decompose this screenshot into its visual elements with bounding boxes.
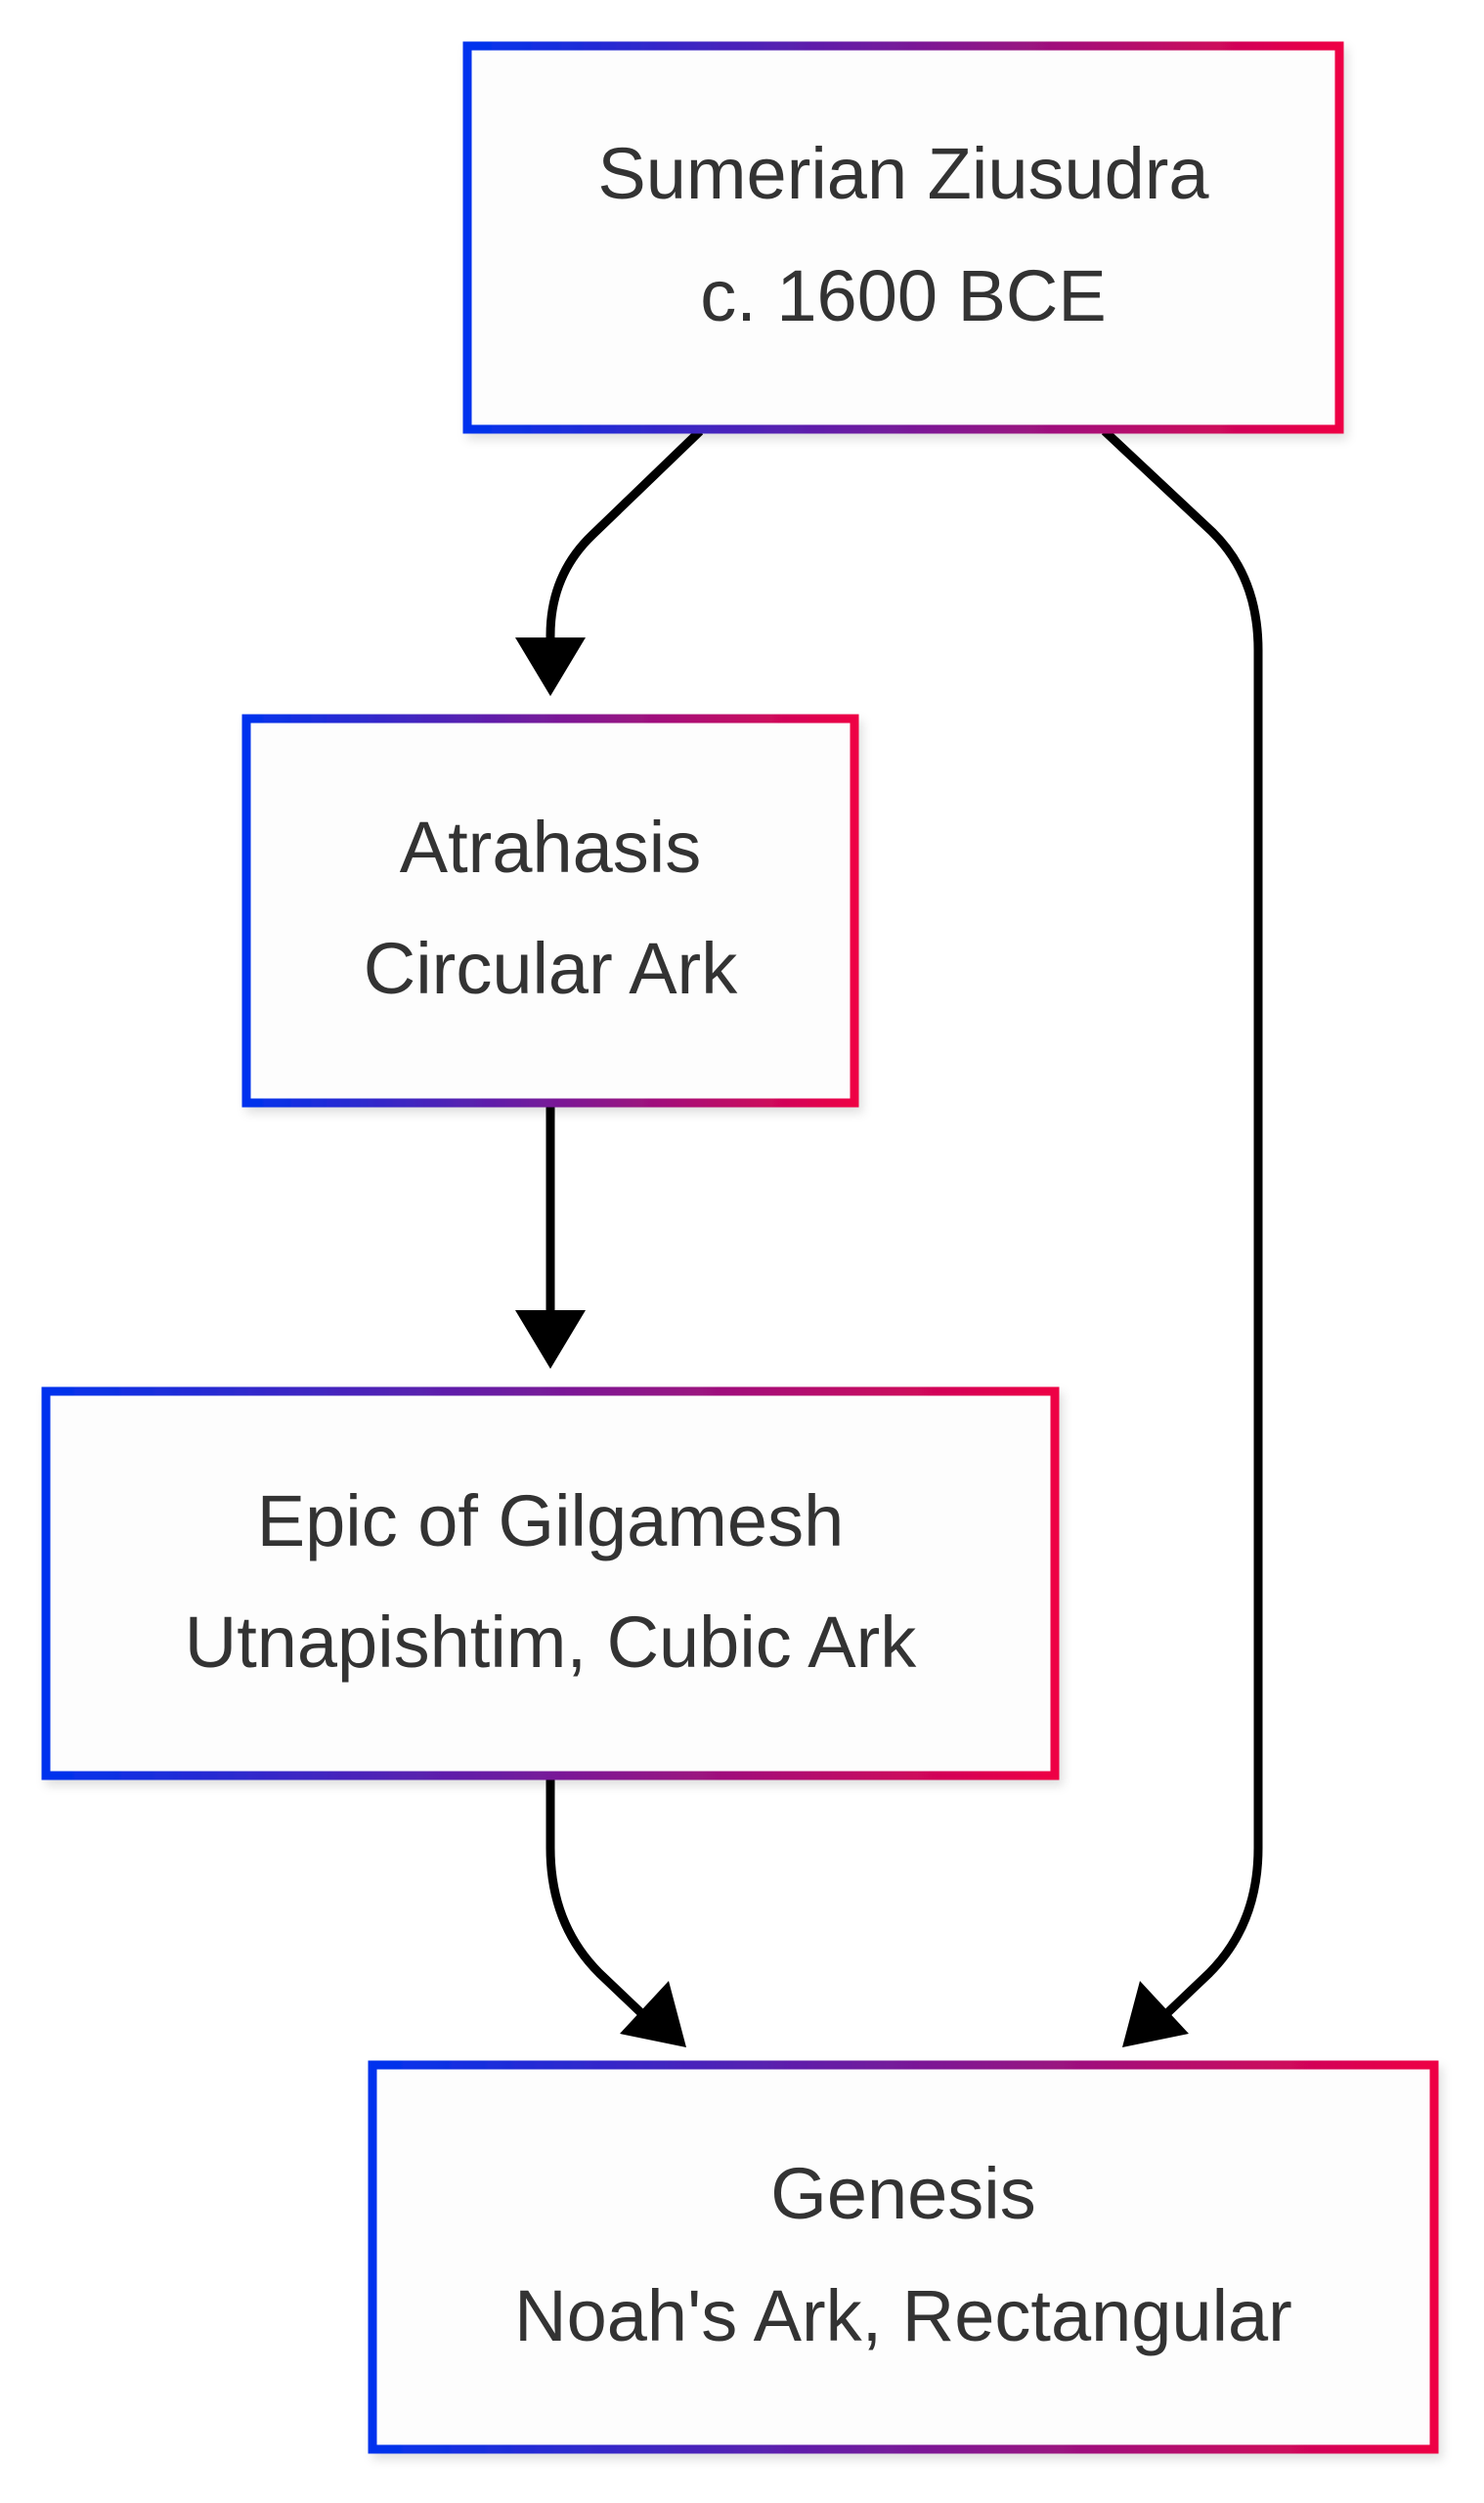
node-ziusudra[interactable]: Sumerian Ziusudra c. 1600 BCE (462, 41, 1344, 434)
node-subtitle: c. 1600 BCE (700, 255, 1106, 336)
node-gilgamesh[interactable]: Epic of Gilgamesh Utnapishtim, Cubic Ark (41, 1386, 1060, 1780)
edge-ziusudra-to-genesis (1101, 427, 1263, 2047)
node-subtitle: Noah's Ark, Rectangular (514, 2275, 1292, 2356)
node-title: Genesis (770, 2153, 1035, 2234)
node-box (241, 714, 859, 1108)
node-box (368, 2060, 1439, 2454)
node-box (462, 41, 1344, 434)
node-genesis[interactable]: Genesis Noah's Ark, Rectangular (368, 2060, 1439, 2454)
edges (515, 427, 1263, 2047)
node-title: Sumerian Ziusudra (597, 133, 1209, 214)
node-title: Atrahasis (400, 807, 701, 888)
edge-ziusudra-to-atrahasis (515, 427, 704, 696)
arrowhead (620, 1981, 686, 2047)
nodes: Sumerian Ziusudra c. 1600 BCE Atrahasis … (41, 41, 1439, 2454)
arrowhead (515, 1310, 586, 1369)
edge-gilgamesh-to-genesis (546, 1776, 686, 2047)
node-box (41, 1386, 1060, 1780)
edge-atrahasis-to-gilgamesh (515, 1103, 586, 1369)
node-subtitle: Utnapishtim, Cubic Ark (185, 1602, 917, 1683)
arrowhead (1122, 1981, 1189, 2047)
node-atrahasis[interactable]: Atrahasis Circular Ark (241, 714, 859, 1108)
arrowhead (515, 637, 586, 696)
node-subtitle: Circular Ark (364, 928, 738, 1009)
node-title: Epic of Gilgamesh (257, 1480, 845, 1561)
